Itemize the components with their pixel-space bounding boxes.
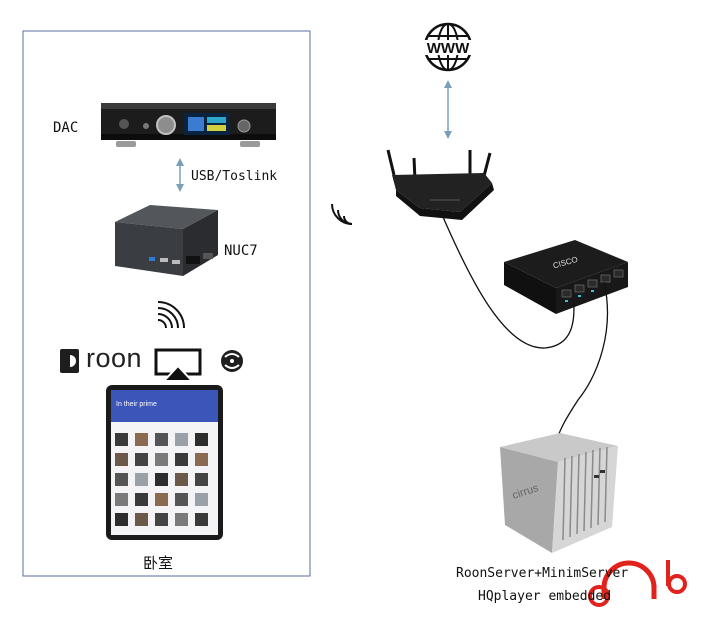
album-thumbnail bbox=[115, 453, 128, 466]
album-thumbnail bbox=[175, 453, 188, 466]
album-thumbnail bbox=[175, 493, 188, 506]
www-label: WWW bbox=[427, 40, 470, 57]
link-label: USB/Toslink bbox=[191, 169, 278, 184]
ipad-device: In their prime bbox=[106, 385, 223, 540]
album-thumbnail bbox=[135, 473, 148, 486]
album-thumbnail bbox=[195, 453, 208, 466]
album-thumbnail bbox=[135, 433, 148, 446]
album-thumbnail bbox=[175, 433, 188, 446]
switch-server-cable bbox=[554, 281, 609, 448]
room-label: 卧室 bbox=[143, 554, 174, 572]
router-wifi-icon bbox=[331, 203, 353, 225]
album-thumbnail bbox=[195, 433, 208, 446]
wifi-icon bbox=[157, 301, 185, 329]
album-thumbnail bbox=[155, 493, 168, 506]
album-thumbnail bbox=[175, 473, 188, 486]
roon-logo-icon bbox=[60, 349, 79, 373]
upnp-icon bbox=[221, 350, 243, 372]
album-thumbnail bbox=[155, 513, 168, 526]
album-thumbnail bbox=[195, 473, 208, 486]
router-switch-cable bbox=[439, 209, 575, 349]
router-icon bbox=[386, 149, 494, 220]
server-label-line1: RoonServer+MinimServer bbox=[456, 566, 629, 581]
dac-label: DAC bbox=[53, 120, 79, 136]
album-thumbnail bbox=[155, 433, 168, 446]
svg-text:In their prime: In their prime bbox=[116, 401, 157, 408]
nuc-label: NUC7 bbox=[224, 243, 258, 259]
album-thumbnail bbox=[115, 513, 128, 526]
nuc-device bbox=[115, 205, 218, 276]
album-thumbnail bbox=[115, 433, 128, 446]
airplay-icon bbox=[154, 348, 202, 382]
dac-device bbox=[101, 103, 276, 147]
roon-wordmark: roon bbox=[86, 343, 143, 373]
server-device bbox=[500, 433, 618, 553]
album-thumbnail bbox=[195, 493, 208, 506]
globe-icon bbox=[420, 22, 476, 72]
album-thumbnail bbox=[135, 493, 148, 506]
usb-link-arrow bbox=[176, 158, 184, 192]
album-thumbnail bbox=[115, 493, 128, 506]
album-thumbnail bbox=[135, 453, 148, 466]
album-thumbnail bbox=[155, 453, 168, 466]
network-switch-icon bbox=[504, 240, 628, 314]
bedroom-frame bbox=[22, 30, 311, 577]
album-thumbnail bbox=[155, 473, 168, 486]
album-thumbnail bbox=[195, 513, 208, 526]
album-thumbnail bbox=[115, 473, 128, 486]
album-thumbnail bbox=[175, 513, 188, 526]
server-label-line2: HQplayer embedded bbox=[478, 589, 612, 604]
album-thumbnail bbox=[135, 513, 148, 526]
internet-link-arrow bbox=[444, 80, 452, 139]
hqplayer-logo bbox=[588, 560, 687, 607]
